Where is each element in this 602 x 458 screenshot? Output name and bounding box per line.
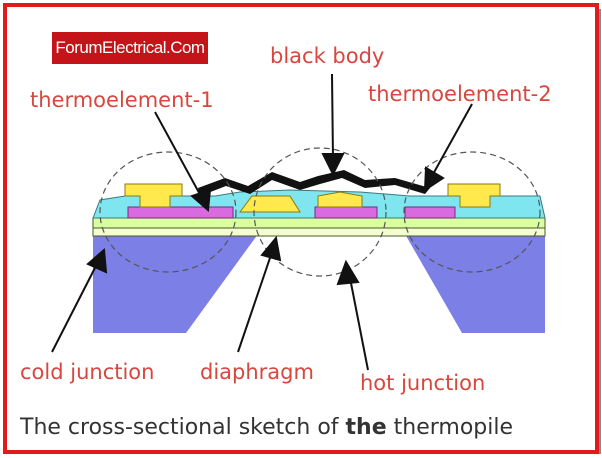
- contact-left: [124, 183, 183, 208]
- watermark-badge: ForumElectrical.Com: [52, 32, 208, 64]
- figure-caption: The cross-sectional sketch of the thermo…: [20, 417, 513, 439]
- substrate-right: [405, 234, 545, 333]
- arrowhead-thermoelement-1: [190, 188, 212, 213]
- arrow-thermoelement-1: [154, 111, 204, 201]
- label-thermoelement-1: thermoelement-1: [30, 88, 214, 112]
- arrowhead-hot-junction: [336, 259, 360, 286]
- black-body-layer: [198, 170, 430, 196]
- label-black-body: black body: [270, 44, 385, 68]
- hot-junction-circle: [253, 147, 387, 277]
- diaphragm-layer: [92, 217, 546, 229]
- label-diaphragm: diaphragm: [200, 360, 314, 384]
- label-hot-junction: hot junction: [360, 371, 486, 395]
- cold-junction-left-circle: [99, 151, 237, 273]
- label-cold-junction: cold junction: [20, 360, 155, 384]
- contact-right: [447, 183, 501, 208]
- contact-center-2: [317, 191, 363, 208]
- thermoelement-magenta-1: [127, 206, 234, 219]
- caption-emphasis: the: [345, 415, 387, 440]
- label-thermoelement-2: thermoelement-2: [368, 82, 552, 106]
- arrowhead-thermoelement-2: [423, 166, 445, 192]
- arrow-hot-junction: [349, 277, 369, 371]
- arrow-black-body: [331, 73, 334, 161]
- arrowhead-diaphragm: [260, 235, 282, 262]
- arrow-cold-junction: [51, 261, 99, 353]
- diaphragm-base: [92, 227, 546, 237]
- caption-suffix: thermopile: [386, 415, 514, 440]
- substrate-left: [93, 234, 258, 333]
- caption-prefix: The cross-sectional sketch of: [20, 415, 346, 440]
- thermoelement-magenta-2: [314, 206, 378, 219]
- arrowhead-black-body: [321, 153, 345, 177]
- thermoelement-magenta-3: [404, 206, 456, 219]
- arrow-diaphragm: [237, 251, 273, 353]
- cold-junction-right-circle: [403, 151, 541, 273]
- arrow-thermoelement-2: [431, 103, 473, 177]
- arrowhead-cold-junction: [86, 247, 108, 274]
